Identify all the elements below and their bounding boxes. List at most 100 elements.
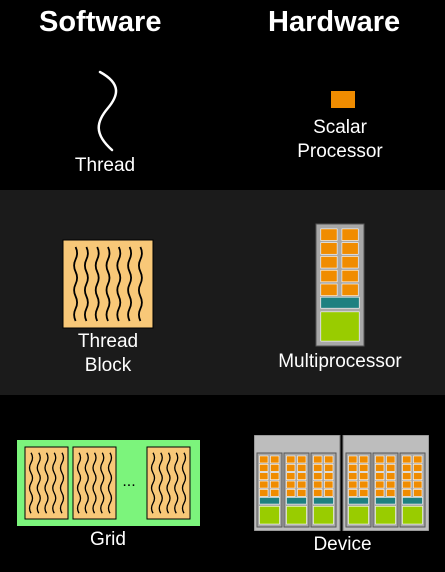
- thread-wave-icon: [105, 246, 111, 322]
- scalar-core-icon: [402, 464, 412, 472]
- shared-memory-icon: [313, 497, 334, 505]
- scalar-core-icon: [259, 464, 269, 472]
- unit-icon: [375, 505, 396, 525]
- thread-wave-icon: [44, 452, 49, 514]
- unit-icon: [286, 505, 307, 525]
- scalar-core-icon: [286, 455, 296, 464]
- scalar-core-icon: [386, 489, 396, 497]
- multiprocessor-label: Multiprocessor: [278, 351, 402, 372]
- grid-label: Grid: [90, 529, 126, 550]
- thread-label: Thread: [74, 155, 136, 176]
- unit-icon: [348, 505, 369, 525]
- multiprocessor-icon: [315, 223, 365, 347]
- scalar-core-icon: [286, 464, 296, 472]
- scalar-core-icon: [375, 489, 385, 497]
- scalar-core-icon: [386, 464, 396, 472]
- scalar-core-icon: [341, 256, 359, 269]
- scalar-core-icon: [320, 269, 338, 283]
- scalar-core-icon: [270, 472, 280, 481]
- scalar-core-icon: [386, 480, 396, 489]
- unit-icon: [259, 505, 280, 525]
- scalar-core-icon: [324, 480, 334, 489]
- scalar-core-icon: [286, 480, 296, 489]
- grid-icon: ...: [17, 440, 200, 526]
- thread-wave-icon: [59, 452, 65, 514]
- scalar-core-icon: [270, 489, 280, 497]
- scalar-core-icon: [359, 489, 369, 497]
- thread-block-icon: [62, 239, 154, 329]
- thread-wave-icon: [92, 452, 97, 514]
- scalar-core-icon: [341, 283, 359, 296]
- thread-wave-icon: [116, 246, 122, 322]
- thread-wave-icon: [36, 452, 41, 514]
- shared-memory-icon: [286, 497, 307, 505]
- shared-memory-icon: [259, 497, 280, 505]
- thread-wave-icon: [150, 452, 156, 514]
- thread-wave-icon: [94, 246, 100, 322]
- scalar-core-icon: [348, 489, 358, 497]
- thread-wave-icon: [84, 246, 89, 322]
- hardware-heading: Hardware: [268, 6, 401, 38]
- scalar-core-icon: [341, 242, 359, 255]
- scalar-core-icon: [341, 228, 359, 241]
- device-icon: [254, 435, 429, 531]
- unit-icon: [402, 505, 423, 525]
- scalar-core-icon: [313, 464, 323, 472]
- scalar-core-icon: [386, 455, 396, 464]
- thread-wave-icon: [138, 246, 143, 322]
- thread-block-box: [62, 239, 154, 329]
- scalar-core-icon: [348, 455, 358, 464]
- thread-wave-icon: [84, 452, 89, 514]
- scalar-core-icon: [324, 464, 334, 472]
- scalar-core-icon: [348, 480, 358, 489]
- software-heading: Software: [39, 6, 162, 38]
- scalar-core-icon: [259, 480, 269, 489]
- device-label: Device: [313, 534, 372, 555]
- scalar-core-icon: [413, 464, 423, 472]
- shared-memory-icon: [402, 497, 423, 505]
- scalar-core-icon: [324, 489, 334, 497]
- scalar-core-icon: [375, 480, 385, 489]
- scalar-core-icon: [386, 472, 396, 481]
- scalar-core-icon: [413, 472, 423, 481]
- scalar-core-icon: [270, 480, 280, 489]
- scalar-core-icon: [359, 455, 369, 464]
- scalar-core-icon: [320, 283, 338, 296]
- thread-wave-icon: [181, 452, 187, 514]
- scalar-core-icon: [413, 480, 423, 489]
- scalar-core-icon: [313, 455, 323, 464]
- thread-wave-icon: [174, 452, 179, 514]
- scalar-core-icon: [359, 480, 369, 489]
- scalar-core-icon: [324, 455, 334, 464]
- scalar-core-icon: [286, 489, 296, 497]
- thread-wave-icon: [166, 452, 171, 514]
- grid-ellipsis: ...: [122, 473, 135, 490]
- unit-icon: [313, 505, 334, 525]
- shared-memory-icon: [348, 497, 369, 505]
- thread-wave-icon: [28, 452, 34, 514]
- thread-wave-icon: [100, 452, 105, 514]
- shared-memory-icon: [375, 497, 396, 505]
- thread-wave-icon: [52, 452, 57, 514]
- scalar-core-icon: [270, 455, 280, 464]
- scalar-core-icon: [359, 472, 369, 481]
- scalar-core-icon: [259, 472, 269, 481]
- scalar-core-icon: [359, 464, 369, 472]
- scalar-core-icon: [413, 489, 423, 497]
- scalar-core-icon: [259, 455, 269, 464]
- scalar-core-icon: [341, 269, 359, 283]
- scalar-core-icon: [297, 464, 307, 472]
- thread-wave-icon: [158, 452, 163, 514]
- scalar-processor-icon: [331, 91, 355, 108]
- scalar-core-icon: [375, 455, 385, 464]
- scalar-core-icon: [270, 464, 280, 472]
- scalar-core-icon: [313, 489, 323, 497]
- scalar-core-icon: [297, 455, 307, 464]
- scalar-core-icon: [320, 256, 338, 269]
- thread-icon: [97, 70, 118, 152]
- scalar-core-icon: [286, 472, 296, 481]
- scalar-core-icon: [375, 464, 385, 472]
- scalar-core-icon: [259, 489, 269, 497]
